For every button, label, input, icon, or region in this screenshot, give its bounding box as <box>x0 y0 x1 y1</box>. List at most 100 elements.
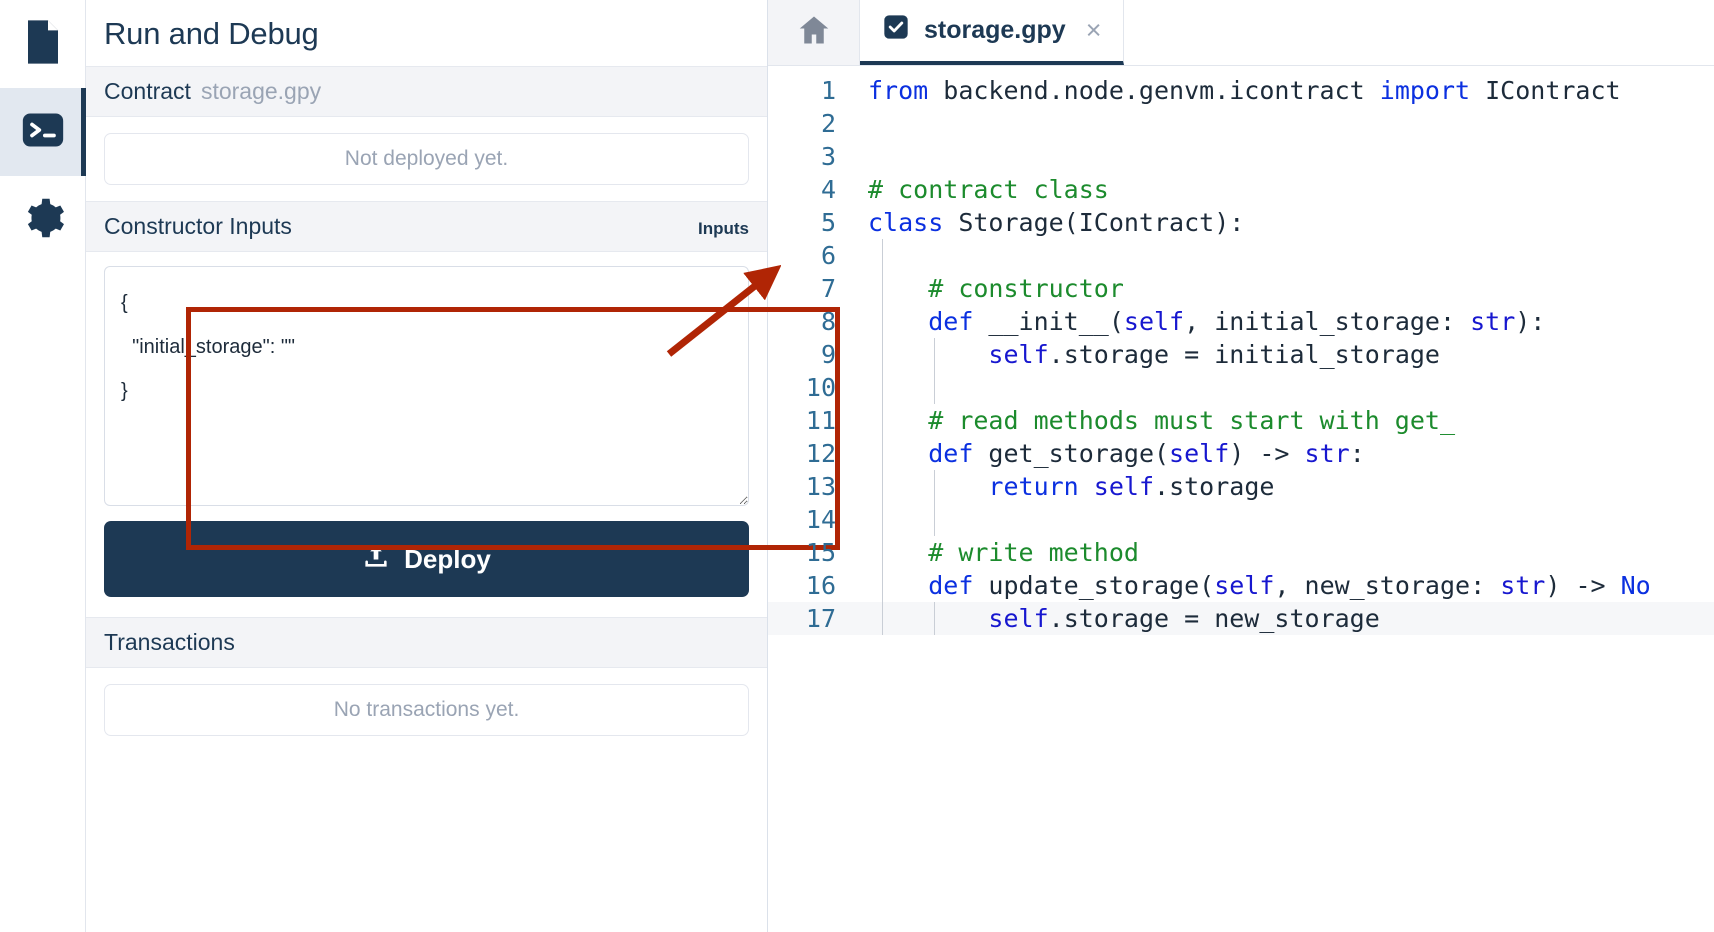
indent-guide <box>934 371 935 404</box>
tab-label: storage.gpy <box>924 16 1066 44</box>
code-token: self <box>988 340 1049 369</box>
sidebar-item-settings[interactable] <box>0 176 86 264</box>
code-line: 14 <box>768 503 1714 536</box>
line-number: 1 <box>820 76 836 105</box>
code-token: .storage = initial_storage <box>1048 340 1440 369</box>
line-number: 3 <box>820 142 836 171</box>
code-area[interactable]: 1 from backend.node.genvm.icontract impor… <box>768 66 1714 932</box>
code-token: # write method <box>928 538 1139 567</box>
code-token: self <box>1123 307 1185 336</box>
tab-storage-gpy[interactable]: storage.gpy × <box>860 0 1125 65</box>
code-line-text: class Storage(IContract): <box>854 206 1244 239</box>
code-token: IContract <box>1470 76 1621 105</box>
transactions-label: Transactions <box>104 629 235 655</box>
checked-file-icon <box>882 13 910 48</box>
line-number: 16 <box>805 571 836 600</box>
code-token: , initial_storage: <box>1184 307 1471 336</box>
code-line: 13 return self.storage <box>768 470 1714 503</box>
constructor-inputs-json-input[interactable]: { "initial_storage": "" } <box>104 266 749 506</box>
code-token <box>868 439 928 468</box>
code-line: 6 <box>768 239 1714 272</box>
code-token: update_storage( <box>973 571 1215 600</box>
indent-guide <box>882 569 883 602</box>
code-line: 16 def update_storage(self, new_storage:… <box>768 569 1714 602</box>
code-token: .storage <box>1154 472 1275 501</box>
code-line: 12 def get_storage(self) -> str: <box>768 437 1714 470</box>
indent-guide <box>882 305 883 338</box>
code-token: No <box>1620 571 1651 600</box>
indent-guide <box>882 437 883 470</box>
code-line-text: # write method <box>854 536 1139 569</box>
code-token <box>868 307 928 336</box>
code-line: 15 # write method <box>768 536 1714 569</box>
code-token: ): <box>1515 307 1546 336</box>
indent-guide <box>882 536 883 569</box>
terminal-icon <box>21 108 65 157</box>
code-line-text: return self.storage <box>854 470 1274 503</box>
code-token: Storage(IContract): <box>943 208 1245 237</box>
code-token: # contract class <box>868 175 1109 204</box>
upload-icon <box>362 542 390 577</box>
code-line: 10 <box>768 371 1714 404</box>
code-token: : <box>1349 439 1365 468</box>
tab-home[interactable] <box>768 0 860 65</box>
deployment-status-text: Not deployed yet. <box>344 147 509 170</box>
close-icon[interactable]: × <box>1085 15 1102 45</box>
deploy-button-label: Deploy <box>404 543 491 574</box>
code-token: backend.node.genvm.icontract <box>928 76 1380 105</box>
code-token <box>868 406 928 435</box>
spacer <box>86 597 767 617</box>
code-token: import <box>1379 76 1471 105</box>
constructor-inputs-header: Constructor Inputs Inputs <box>86 201 767 252</box>
code-line: 2 <box>768 107 1714 140</box>
code-token: # constructor <box>928 274 1124 303</box>
code-line: 8 def __init__(self, initial_storage: st… <box>768 305 1714 338</box>
code-line: 7 # constructor <box>768 272 1714 305</box>
file-icon <box>23 18 63 71</box>
code-line: 1 from backend.node.genvm.icontract impor… <box>768 74 1714 107</box>
home-icon <box>794 12 834 53</box>
code-token: def <box>928 571 974 600</box>
transactions-empty-text: No transactions yet. <box>333 698 520 721</box>
line-number: 8 <box>820 307 836 336</box>
deploy-button[interactable]: Deploy <box>104 521 749 597</box>
code-token: str <box>1304 439 1350 468</box>
code-token: self <box>988 604 1049 633</box>
indent-guide <box>934 602 935 635</box>
code-token <box>868 340 988 369</box>
code-line-text: def __init__(self, initial_storage: str)… <box>854 305 1545 338</box>
sidebar-item-files[interactable] <box>0 0 86 88</box>
indent-guide <box>882 272 883 305</box>
constructor-inputs-wrap: { "initial_storage": "" } <box>86 252 767 511</box>
code-token: self <box>1093 472 1155 501</box>
code-token <box>868 571 928 600</box>
line-number: 12 <box>805 439 836 468</box>
code-line: 5 class Storage(IContract): <box>768 206 1714 239</box>
code-token: ) -> <box>1229 439 1305 468</box>
code-line-text: def update_storage(self, new_storage: st… <box>854 569 1651 602</box>
code-token: class <box>868 208 944 237</box>
line-number: 13 <box>805 472 836 501</box>
line-number: 5 <box>820 208 836 237</box>
code-token: # read methods must start with get_ <box>928 406 1456 435</box>
contract-file-name: storage.gpy <box>200 78 322 104</box>
sidebar-item-run-and-debug[interactable] <box>0 88 86 176</box>
line-number: 2 <box>820 109 836 138</box>
code-token: self <box>1214 571 1275 600</box>
line-number: 4 <box>820 175 836 204</box>
inputs-mode-toggle[interactable]: Inputs <box>698 219 749 238</box>
code-token <box>868 538 928 567</box>
code-line-text: # read methods must start with get_ <box>854 404 1455 437</box>
code-token <box>868 274 928 303</box>
code-token: ) -> <box>1545 571 1621 600</box>
code-line: 11 # read methods must start with get_ <box>768 404 1714 437</box>
code-token: self <box>1169 439 1230 468</box>
deployment-status: Not deployed yet. <box>104 133 749 185</box>
code-line: 3 <box>768 140 1714 173</box>
gear-icon <box>21 196 65 245</box>
code-token: from <box>868 76 929 105</box>
indent-guide <box>934 470 935 503</box>
contract-label: Contract <box>104 78 191 104</box>
line-number: 9 <box>820 340 836 369</box>
code-token: get_storage( <box>973 439 1170 468</box>
